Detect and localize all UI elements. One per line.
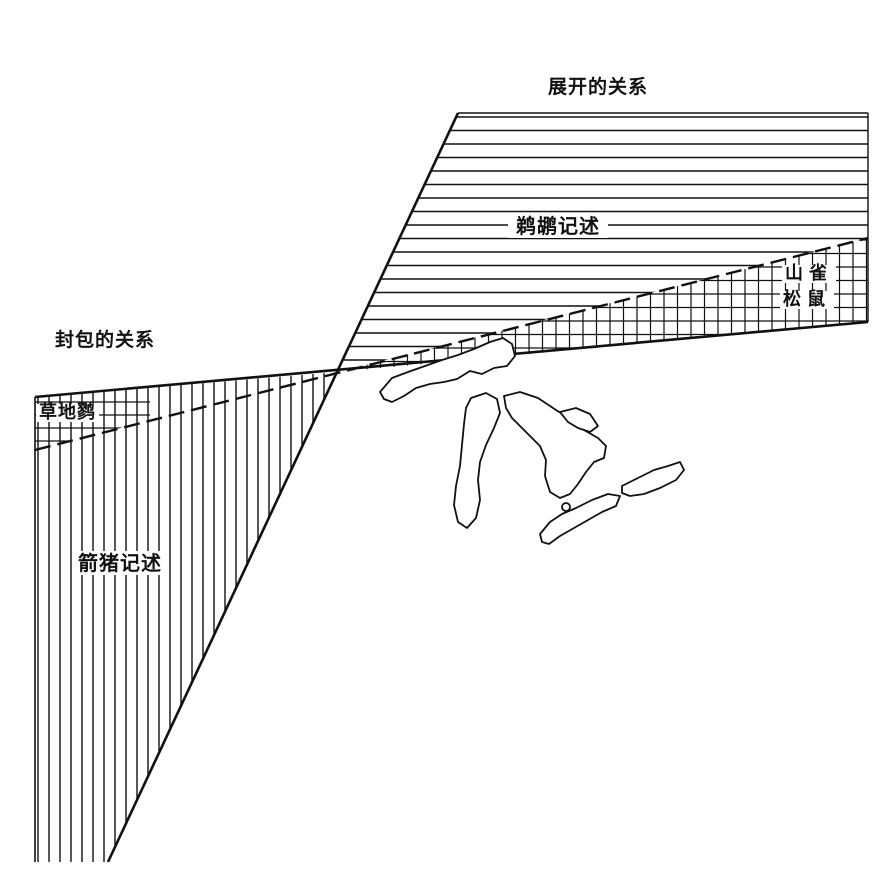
chickadee-label: 山雀 bbox=[782, 265, 836, 283]
meadowlark-label: 草地鹨 bbox=[36, 404, 99, 422]
porcupine-record-label: 箭猪记述 bbox=[72, 551, 168, 575]
lake-erie bbox=[539, 493, 621, 545]
lake-superior bbox=[379, 337, 516, 403]
lower-wedge-hatching bbox=[37, 372, 336, 862]
lake-huron bbox=[503, 391, 607, 499]
expanded-relation-label: 展开的关系 bbox=[545, 78, 652, 97]
dashed-boundary-line bbox=[34, 236, 869, 452]
pelican-record-label: 鹈鹕记述 bbox=[508, 214, 608, 238]
lake-ontario bbox=[621, 461, 685, 497]
steep-boundary-line bbox=[106, 112, 460, 863]
enveloped-relation-label: 封包的关系 bbox=[52, 331, 159, 350]
squirrel-label: 松鼠 bbox=[780, 291, 834, 309]
great-lakes-map-icon bbox=[379, 337, 685, 545]
lake-michigan bbox=[453, 392, 501, 529]
georgian-bay bbox=[559, 407, 599, 433]
lake-st-clair bbox=[561, 502, 571, 512]
